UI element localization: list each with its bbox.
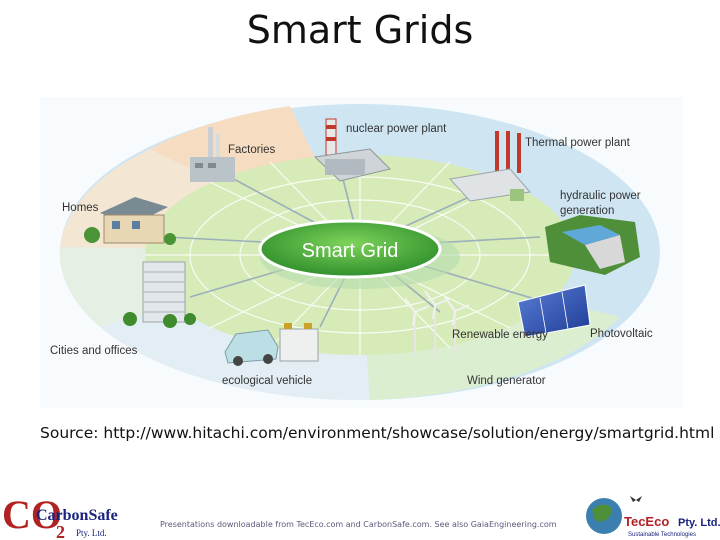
photovoltaic-icon — [517, 284, 591, 338]
thermal-label: Thermal power plant — [525, 137, 631, 149]
carbonsafe-logo: CO 2 CarbonSafe Pty. Ltd. — [2, 492, 118, 540]
tececo-logo-pty: Pty. Ltd. — [678, 517, 720, 529]
hydraulic-plant-icon — [545, 215, 640, 275]
tececo-logo-tagline: Sustainable Technologies — [628, 532, 696, 538]
factories-label: Factories — [228, 144, 276, 156]
smart-grid-diagram: Smart Grid nuclear power plant Thermal p… — [40, 97, 683, 408]
carbonsafe-logo-c: CO — [2, 492, 62, 537]
tececo-logo-text: TecEco — [624, 514, 669, 529]
renewable-label: Renewable energy — [452, 329, 548, 341]
center-label: Smart Grid — [302, 240, 399, 262]
carbonsafe-logo-text: CarbonSafe — [36, 507, 118, 524]
nuclear-plant-icon — [313, 118, 391, 182]
cities-offices-icon — [123, 261, 196, 328]
hydraulic-label-line2: generation — [560, 205, 614, 217]
smart-grid-center — [258, 219, 460, 289]
nuclear-label: nuclear power plant — [346, 123, 447, 135]
homes-label: Homes — [62, 202, 99, 214]
carbonsafe-logo-subscript: 2 — [56, 522, 65, 540]
thermal-plant-icon — [449, 131, 531, 202]
footer-text: Presentations downloadable from TecEco.c… — [160, 520, 557, 529]
ecological-label: ecological vehicle — [222, 375, 312, 387]
source-citation: Source: http://www.hitachi.com/environme… — [40, 424, 715, 442]
tececo-logo: TecEco Pty. Ltd. Sustainable Technologie… — [586, 496, 720, 538]
cities-label: Cities and offices — [50, 345, 138, 357]
slide-title: Smart Grids — [246, 8, 474, 52]
homes-icon — [84, 197, 176, 245]
photovoltaic-label: Photovoltaic — [590, 328, 653, 340]
ecological-vehicle-icon — [224, 323, 319, 366]
wind-generator-icon — [404, 290, 470, 359]
hydraulic-label-line1: hydraulic power — [560, 190, 641, 202]
carbonsafe-logo-pty: Pty. Ltd. — [76, 528, 107, 538]
factories-icon — [190, 127, 235, 182]
bird-icon — [630, 496, 642, 502]
wind-label: Wind generator — [467, 375, 546, 387]
